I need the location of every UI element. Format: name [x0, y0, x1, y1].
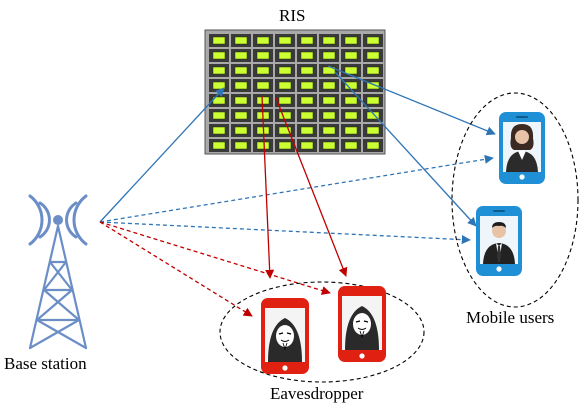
ris-element — [322, 111, 336, 120]
ris-to-eve2-link — [275, 97, 348, 277]
ris-element — [256, 81, 270, 90]
ris-element — [278, 66, 292, 75]
ris-element — [278, 51, 292, 60]
ris-element — [278, 81, 292, 90]
ris-element — [212, 36, 226, 45]
eavesdropper-1-phone-icon — [261, 298, 309, 374]
ris-element — [300, 36, 314, 45]
ris-element — [256, 66, 270, 75]
ris-element — [344, 141, 358, 150]
ris-element — [322, 51, 336, 60]
ris-element — [322, 141, 336, 150]
ris-element — [212, 66, 226, 75]
ris-panel — [204, 29, 386, 155]
ris-element — [234, 81, 248, 90]
bs-to-user1-link — [99, 154, 494, 223]
ris-element — [366, 36, 380, 45]
ris-element — [344, 51, 358, 60]
ris-element — [212, 126, 226, 135]
ris-element — [212, 51, 226, 60]
base-station-tower-icon — [28, 194, 88, 350]
ris-element — [300, 96, 314, 105]
bs-to-eve2-link — [99, 221, 331, 295]
ris-element — [322, 126, 336, 135]
ris-element — [234, 66, 248, 75]
ris-element — [278, 141, 292, 150]
ris-element — [256, 141, 270, 150]
ris-element — [322, 36, 336, 45]
ris-element — [344, 111, 358, 120]
ris-element — [344, 66, 358, 75]
ris-element — [300, 81, 314, 90]
ris-element — [366, 126, 380, 135]
ris-element — [344, 36, 358, 45]
mobile-users-group — [451, 92, 579, 308]
ris-element — [256, 36, 270, 45]
ris-element — [234, 141, 248, 150]
ris-element — [212, 111, 226, 120]
ris-element — [366, 51, 380, 60]
ris-element — [366, 66, 380, 75]
ris-element — [366, 111, 380, 120]
ris-element — [344, 126, 358, 135]
ris-elements — [209, 34, 383, 152]
ris-element — [300, 51, 314, 60]
ris-to-user2-link — [334, 71, 477, 227]
ris-element — [234, 36, 248, 45]
ris-element — [300, 111, 314, 120]
ris-element — [234, 96, 248, 105]
ris-element — [322, 96, 336, 105]
links — [99, 65, 496, 317]
mobile-users-label: Mobile users — [466, 308, 555, 327]
ris-element — [278, 111, 292, 120]
ris-to-eve1-link — [261, 95, 275, 279]
bs-to-ris-link — [99, 87, 225, 223]
ris-element — [300, 141, 314, 150]
bs-to-eve1-link — [99, 221, 253, 317]
eavesdropper-label: Eavesdropper — [270, 384, 364, 403]
ris-element — [322, 81, 336, 90]
eavesdropper-group — [219, 281, 425, 383]
ris-element — [300, 66, 314, 75]
ris-element — [300, 126, 314, 135]
base-station-label: Base station — [4, 354, 87, 373]
ris-element — [366, 81, 380, 90]
ris-element — [234, 126, 248, 135]
eavesdropper-2-phone-icon — [338, 286, 386, 362]
ris-element — [278, 126, 292, 135]
ris-element — [212, 141, 226, 150]
bs-to-user2-link — [99, 221, 471, 245]
mobile-user-1-phone-icon — [499, 112, 545, 184]
ris-element — [256, 96, 270, 105]
ris-label: RIS — [279, 6, 306, 25]
ris-element — [278, 96, 292, 105]
mobile-user-2-phone-icon — [476, 206, 522, 276]
ris-element — [278, 36, 292, 45]
ris-element — [234, 51, 248, 60]
ris-to-user1-link — [327, 65, 496, 136]
ris-element — [366, 96, 380, 105]
ris-element — [256, 51, 270, 60]
ris-element — [366, 141, 380, 150]
ris-element — [234, 111, 248, 120]
ris-element — [344, 96, 358, 105]
